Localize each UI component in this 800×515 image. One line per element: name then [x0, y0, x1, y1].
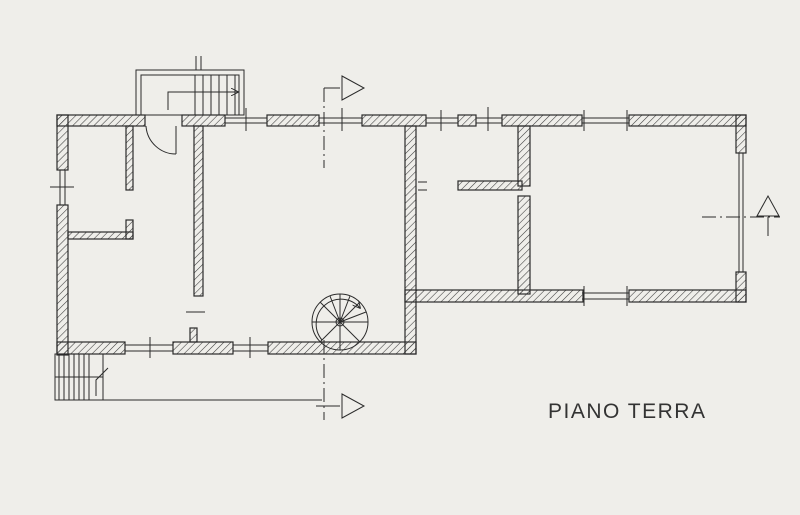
section-arrow-right [756, 194, 780, 217]
wall-top-2 [181, 114, 226, 127]
walls [56, 114, 747, 356]
section-arrow-top [341, 75, 366, 101]
floor-label: PIANO TERRA [548, 400, 707, 423]
wall-interior-left-horizontal [67, 231, 134, 240]
wall-right-lower [735, 271, 747, 303]
entrance-stairs [135, 56, 245, 155]
wall-bottom-1 [56, 341, 126, 355]
wall-interior-left-stub [125, 219, 134, 240]
wall-top-1 [56, 114, 146, 127]
section-markers [316, 75, 780, 420]
wall-interior-left-vertical [125, 125, 134, 191]
section-arrow-bottom [341, 393, 366, 419]
wall-top-6 [501, 114, 583, 127]
wall-left-lower [56, 204, 69, 356]
wall-left-upper [56, 114, 69, 171]
wall-middle-stub [457, 180, 523, 191]
wall-top-5 [457, 114, 477, 127]
wall-bottom-3 [267, 341, 417, 355]
wall-bottom-2 [172, 341, 234, 355]
openings [50, 107, 744, 358]
wall-right-room-partition-lower [517, 195, 531, 295]
rear-stairs [54, 353, 322, 401]
wall-top-3 [266, 114, 320, 127]
wall-top-7 [628, 114, 747, 127]
wall-middle-vertical [404, 125, 417, 355]
wall-hall-stub [189, 327, 198, 343]
wall-bottom-right [404, 289, 584, 303]
wall-bottom-right-2 [628, 289, 747, 303]
wall-right-upper [735, 114, 747, 154]
wall-right-room-partition-upper [517, 125, 531, 187]
spiral-staircase [311, 293, 369, 351]
wall-top-4 [361, 114, 427, 127]
wall-hall-partition [193, 125, 204, 297]
